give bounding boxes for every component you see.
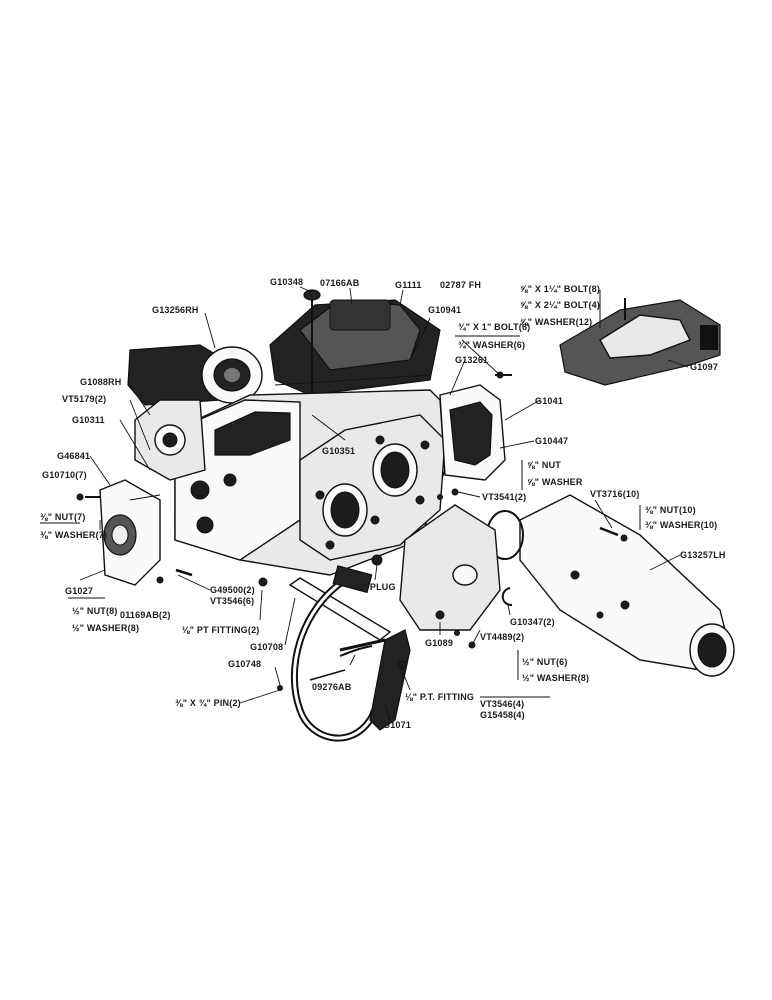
label-g46841: G46841: [57, 451, 90, 461]
cover-g1089: [399, 504, 501, 631]
label-washer-top: ¾" WASHER(6): [458, 340, 525, 350]
label-g10311: G10311: [72, 415, 105, 425]
label-g10710: G10710(7): [42, 470, 87, 480]
cover-g1088rh: [134, 399, 206, 481]
shaft-g10708: [288, 577, 392, 641]
label-washer8-left: ½" WASHER(8): [72, 623, 139, 633]
label-g10941: G10941: [428, 305, 461, 315]
label-vt4489: VT4489(2): [480, 632, 524, 642]
label-nut6: ½" NUT(6): [522, 657, 568, 667]
label-fitting2: ⅛" PT FITTING(2): [182, 625, 259, 635]
label-g13256rh: G13256RH: [152, 305, 199, 315]
label-bolt8: ⅝" X 1¼" BOLT(8): [520, 284, 600, 294]
label-nut-left: ⅜" NUT(7): [40, 512, 86, 522]
cover-g1041: [439, 384, 506, 481]
label-pin: ⅜" X ¾" PIN(2): [175, 698, 241, 708]
center-housing: [174, 389, 446, 576]
label-g10447: G10447: [535, 436, 568, 446]
label-washer10: ⅜" WASHER(10): [645, 520, 717, 530]
label-g15458: G15458(4): [480, 710, 525, 720]
label-g10748: G10748: [228, 659, 261, 669]
label-02787fh: 02787 FH: [440, 280, 481, 290]
label-washer-left: ⅜" WASHER(7): [40, 530, 107, 540]
label-g1027: G1027: [65, 586, 93, 596]
label-vt5179: VT5179(2): [62, 394, 106, 404]
label-g10347: G10347(2): [510, 617, 555, 627]
label-g10348: G10348: [270, 277, 303, 287]
label-bolt4: ⅝" X 2¼" BOLT(4): [520, 300, 600, 310]
label-07166ab: 07166AB: [320, 278, 360, 288]
brake-band: [290, 565, 411, 742]
label-vt3541: VT3541(2): [482, 492, 526, 502]
label-09276ab: 09276AB: [312, 682, 352, 692]
label-nut-right: ⅝" NUT: [527, 460, 561, 470]
label-g1097: G1097: [690, 362, 718, 372]
label-g13261: G13261: [455, 355, 488, 365]
label-g1111: G1111: [395, 280, 422, 290]
label-nut8: ½" NUT(8): [72, 606, 118, 616]
label-washer8-right: ½" WASHER(8): [522, 673, 589, 683]
label-vt3716: VT3716(10): [590, 489, 640, 499]
label-vt3546-6: VT3546(6): [210, 596, 254, 606]
label-washer-right: ⅝" WASHER: [527, 477, 583, 487]
label-nut10: ⅜" NUT(10): [645, 505, 696, 515]
side-cover-g1027: [99, 479, 161, 586]
leader-lines: [40, 286, 689, 721]
label-g1089: G1089: [425, 638, 453, 648]
label-01169ab: 01169AB(2): [120, 610, 171, 620]
label-g10351: G10351: [322, 446, 355, 456]
part-labels: G10348 07166AB G1111 02787 FH G13256RH G…: [40, 277, 726, 730]
brake-housing-rh: [127, 344, 263, 406]
label-g10708: G10708: [250, 642, 283, 652]
label-bolt-top: ¾" X 1" BOLT(6): [458, 322, 530, 332]
label-vt3546-4: VT3546(4): [480, 699, 524, 709]
label-g1088rh: G1088RH: [80, 377, 121, 387]
label-washer12: ⅝" WASHER(12): [520, 317, 592, 327]
top-cover-plate: [269, 299, 441, 396]
label-g49500: G49500(2): [210, 585, 255, 595]
label-g1071: G1071: [383, 720, 411, 730]
label-g13257lh: G13257LH: [680, 550, 726, 560]
label-g1041: G1041: [535, 396, 563, 406]
label-plug: ¾" PLUG: [355, 582, 396, 592]
label-fitting: ⅛" P.T. FITTING: [405, 692, 474, 702]
